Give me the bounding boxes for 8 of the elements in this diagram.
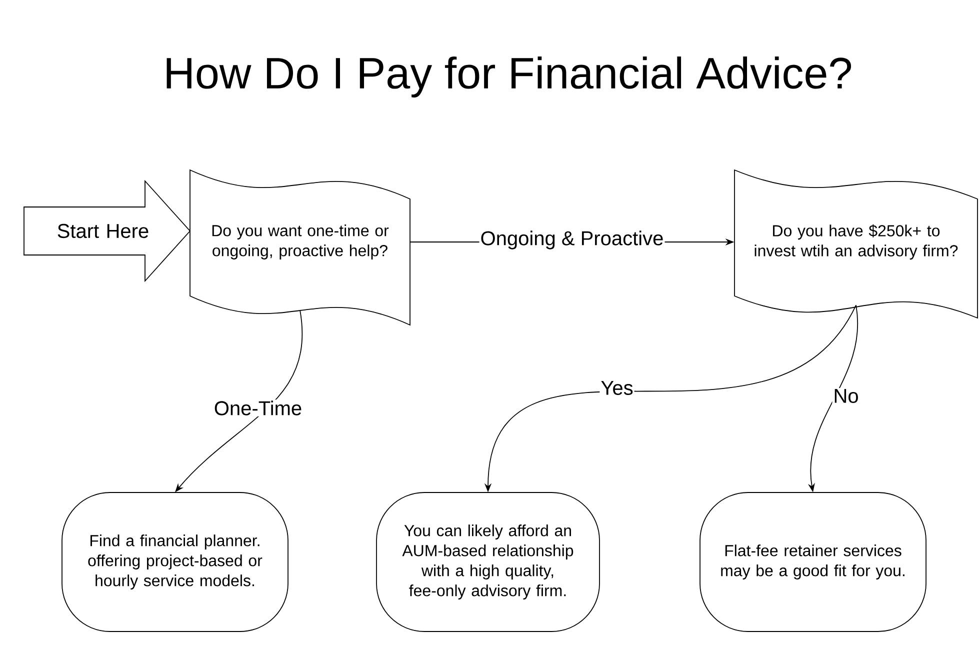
edge-label: No bbox=[832, 388, 860, 404]
edge-label: Ongoing & Proactive bbox=[479, 230, 665, 250]
edge-label: Yes bbox=[600, 380, 634, 396]
rounded-box: Flat-fee retainer services may be a good fit for you. bbox=[700, 492, 926, 632]
title: How Do I Pay for Financial Advice? bbox=[166, 56, 852, 98]
edge-label: One-Time bbox=[212, 400, 304, 416]
rounded-box: Find a financial planner. offering project-based or hourly service models. bbox=[62, 492, 288, 632]
rounded-box: You can likely afford an AUM-based relationship with a high quality, fee-only advisory firm. bbox=[376, 492, 600, 632]
